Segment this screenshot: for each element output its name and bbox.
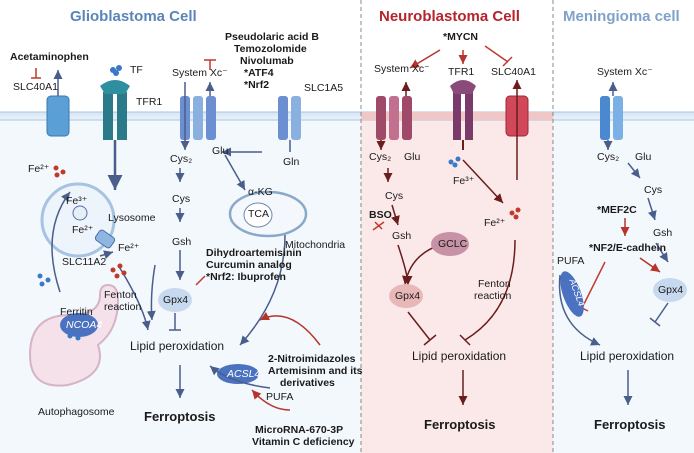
slc1a5-label: SLC1A5 [304,82,344,94]
mycn-label: *MYCN [443,31,479,43]
drug-temozolomide: Temozolomide [234,43,307,55]
neuro-slc40a1-label: SLC40A1 [491,66,536,78]
gpx4-label: Gpx4 [163,294,189,306]
neuro-system-xc [376,82,412,140]
drug-atf4: *ATF4 [244,67,274,79]
ncoa4-protein [60,313,98,337]
slc40a1-transporter [46,70,70,137]
glioblastoma-title: Glioblastoma Cell [70,8,197,25]
ferroptosis-label: Ferroptosis [144,409,216,424]
neuro-system-xc-label: System Xc⁻ [374,63,430,75]
slc11a2-channel [94,229,116,249]
neuro-cys2-label: Cys₂ [369,151,392,163]
fe2-cytosol-label: Fe²⁺ [118,242,140,254]
autophagosome-label: Autophagosome [38,406,115,418]
drug-vitamin-c: Vitamin C deficiency [252,436,355,448]
system-xc-label: System Xc⁻ [172,67,228,79]
bso-label: BSO [369,209,392,221]
meningioma-title: Meningioma cell [563,8,680,25]
neuro-cys-label: Cys [385,190,404,202]
meningioma-acsl4-protein [560,271,584,317]
drug-nrf2: *Nrf2 [244,79,270,91]
lipid-perox-label: Lipid peroxidation [130,339,225,353]
drug-nitroimidazoles: 2-Nitroimidazoles [268,353,356,365]
neuro-gsh-label: Gsh [392,230,412,242]
fe2-lysosome-label: Fe²⁺ [72,224,94,236]
acetaminophen-label: Acetaminophen [10,51,89,63]
gln-label: Gln [283,156,300,168]
drug-ibuprofen: *Nrf2: Ibuprofen [206,271,286,283]
cys2-label: Cys₂ [170,153,193,165]
acetaminophen-inhibition [31,68,41,79]
neuroblastoma-title: Neuroblastoma Cell [379,8,520,25]
neuro-fe2-label: Fe²⁺ [484,217,506,229]
gpx4-protein [158,288,192,312]
meningioma-cys-label: Cys [644,184,663,196]
tca-label: TCA [248,208,269,220]
drug-microrna: MicroRNA-670-3P [255,424,344,436]
tca-cycle [243,202,273,228]
gclc-protein [431,232,469,256]
meningioma-system-xc-label: System Xc⁻ [597,66,653,78]
neuro-ferroptosis-label: Ferroptosis [424,417,496,432]
drug-pseudolaric: Pseudolaric acid B [225,31,319,43]
neuro-tfr1-label: TFR1 [448,66,475,78]
fenton-label-1: Fenton [104,289,137,301]
lysosome-label: Lysosome [108,212,156,224]
meningioma-ferroptosis-label: Ferroptosis [594,417,666,432]
slc1a5-transporter [278,96,301,152]
akg-label: α-KG [248,186,273,198]
neuro-fenton-1: Fenton [478,278,511,290]
mitochondria-label: Mitochondria [285,239,346,251]
neuro-tfr1 [450,80,476,150]
neuro-slc40a1 [505,80,529,180]
meningioma-cys2-label: Cys₂ [597,151,620,163]
acsl4-protein [217,364,259,384]
pufa-label: PUFA [266,391,294,403]
drug-nivolumab: Nivolumab [240,55,294,67]
glu-label: Glu [212,145,229,157]
tfr1-label: TFR1 [136,96,163,108]
meningioma-glu-label: Glu [635,151,652,163]
slc40a1-label: SLC40A1 [13,81,58,93]
ferritin-label: Ferritin [60,306,93,318]
cys-label: Cys [172,193,191,205]
tf-label: TF [130,64,143,76]
fe2-outside-label: Fe²⁺ [28,163,50,175]
neuro-gpx4-label: Gpx4 [395,290,421,302]
drug-derivatives: derivatives [280,377,335,389]
drug-artemisinm: Artemisinm and its [268,365,363,377]
acsl4-label: ACSL4 [227,368,261,380]
mef2c-label: *MEF2C [597,204,637,216]
slc11a2-label: SLC11A2 [62,256,107,268]
drug-dihydroartemisinin: Dihydroartemisinin [206,247,302,259]
tfr1-receptor [100,65,130,190]
ncoa4-label: NCOA4 [66,319,103,331]
fenton-label-2: reaction [104,301,142,313]
neuro-lipid-perox-label: Lipid peroxidation [412,349,507,363]
nf2-label: *NF2/E-cadhein [589,242,667,254]
neuro-fenton-2: reaction [474,290,512,302]
neuro-glu-label: Glu [404,151,421,163]
iron-dots [53,165,521,279]
meningioma-system-xc [600,82,623,150]
meningioma-gsh-label: Gsh [653,227,673,239]
drug-curcumin: Curcumin analog [206,259,292,271]
meningioma-pufa-label: PUFA [557,255,585,267]
neuro-gpx4-protein [389,284,423,308]
gclc-label: GCLC [438,238,468,250]
meningioma-gpx4-protein [653,278,687,302]
system-xc-transporter [180,82,216,150]
fe3-lysosome-label: Fe³⁺ [66,195,88,207]
meningioma-lipid-perox-label: Lipid peroxidation [580,349,675,363]
neuro-fe3-label: Fe³⁺ [453,175,475,187]
gsh-label: Gsh [172,236,192,248]
meningioma-gpx4-label: Gpx4 [658,284,684,296]
transferrin-icon [72,205,88,221]
